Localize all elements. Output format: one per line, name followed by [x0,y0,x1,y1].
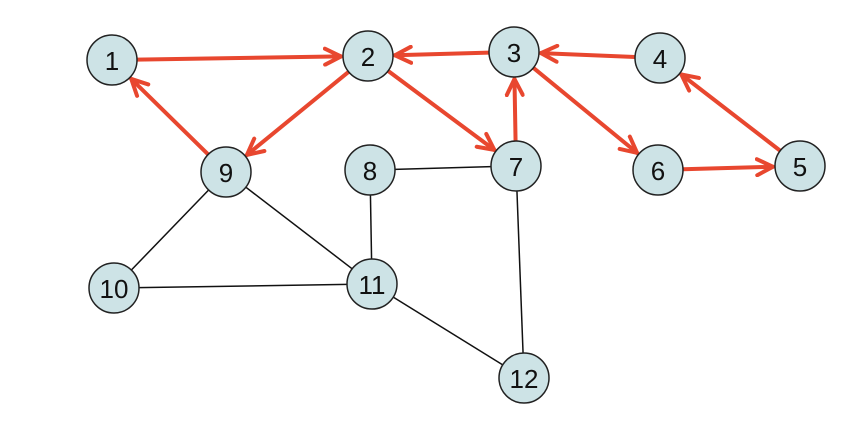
arrow-6-to-5 [680,157,776,178]
arrow-9-to-1 [129,76,211,157]
node-circle [498,352,550,404]
arrow-3-to-6 [531,65,640,155]
node-circle [774,140,826,192]
undirected-edges [130,165,524,366]
node-label: 10 [100,274,129,304]
arrow-7-to-3 [504,76,525,144]
arrow-1-to-2 [134,46,344,67]
node-7: 7 [490,140,542,192]
node-label: 1 [105,46,119,76]
node-circle [346,258,398,310]
node-circle [490,140,542,192]
node-circle [488,26,540,78]
node-label: 7 [509,152,523,182]
edge-11-12 [392,296,504,366]
edge-8-7 [394,165,492,171]
node-circle [86,34,138,86]
node-label: 11 [359,270,386,300]
arrow-5-to-4 [679,72,783,153]
arrow-2-to-9 [244,69,351,157]
edge-8-11 [369,194,373,260]
node-label: 12 [510,364,539,394]
node-label: 9 [219,158,233,188]
directed-edges [129,43,783,178]
node-10: 10 [88,262,140,314]
node-label: 4 [653,44,667,74]
edge-9-10 [130,189,210,271]
node-3: 3 [488,26,540,78]
node-5: 5 [774,140,826,192]
node-circle [200,146,252,198]
arrow-2-to-7 [386,68,497,152]
node-4: 4 [634,32,686,84]
node-circle [344,144,396,196]
edge-7-12 [516,190,524,354]
node-1: 1 [86,34,138,86]
node-circle [632,144,684,196]
node-6: 6 [632,144,684,196]
node-label: 5 [793,152,807,182]
edge-9-11 [245,186,353,270]
node-circle [88,262,140,314]
node-label: 6 [651,156,665,186]
node-8: 8 [344,144,396,196]
node-circle [634,32,686,84]
node-label: 3 [507,38,521,68]
node-9: 9 [200,146,252,198]
node-label: 8 [363,156,377,186]
node-2: 2 [342,30,394,82]
node-11: 11 [346,258,398,310]
arrow-4-to-3 [538,43,638,64]
node-label: 2 [361,42,375,72]
edge-10-11 [138,283,348,289]
node-circle [342,30,394,82]
node-12: 12 [498,352,550,404]
arrow-3-to-2 [392,44,492,65]
